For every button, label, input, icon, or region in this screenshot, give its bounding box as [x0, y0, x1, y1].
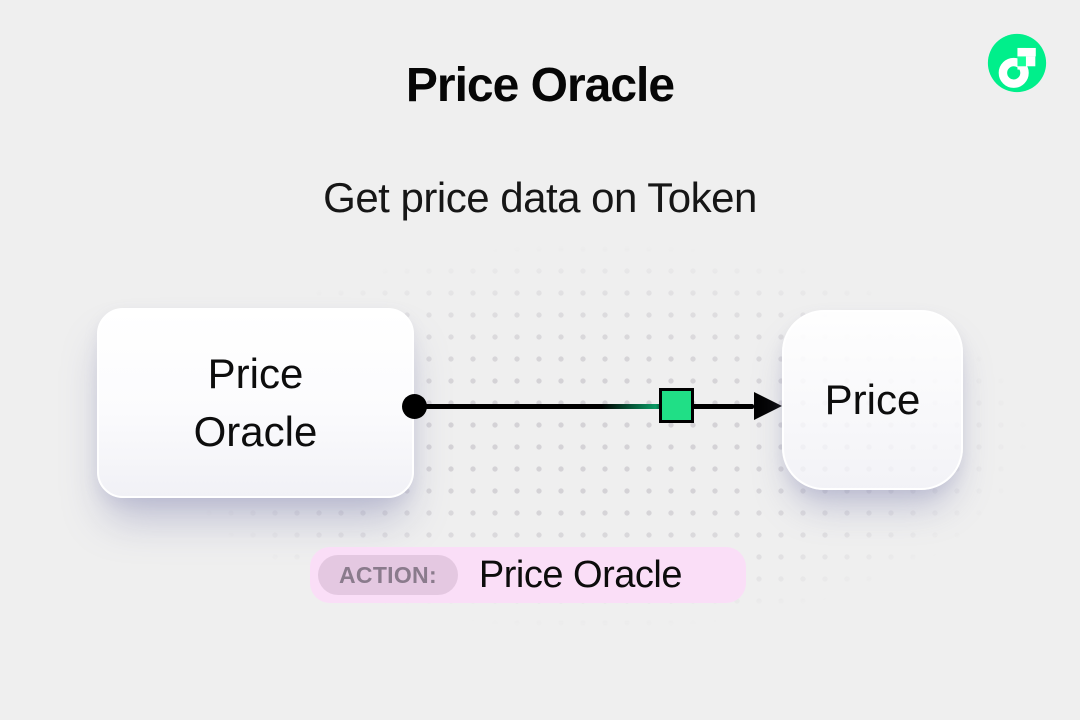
action-badge-value: Price Oracle	[478, 553, 683, 596]
page-subtitle: Get price data on Token	[323, 174, 757, 221]
action-badge: ACTION: Price Oracle	[310, 547, 746, 603]
node-price[interactable]: Price	[782, 310, 963, 490]
node-price-oracle-label: Price Oracle	[193, 350, 318, 455]
page-title: Price Oracle	[405, 59, 675, 112]
node-price-label: Price	[824, 376, 921, 423]
connector-green-handle[interactable]	[659, 388, 694, 423]
action-badge-label: ACTION:	[318, 555, 458, 595]
flow-logo	[986, 32, 1048, 94]
connector-edge-line	[415, 404, 754, 409]
node-price-oracle[interactable]: Price Oracle	[97, 308, 414, 498]
flow-logo-icon	[987, 33, 1047, 93]
connector-arrowhead-icon	[754, 392, 782, 420]
